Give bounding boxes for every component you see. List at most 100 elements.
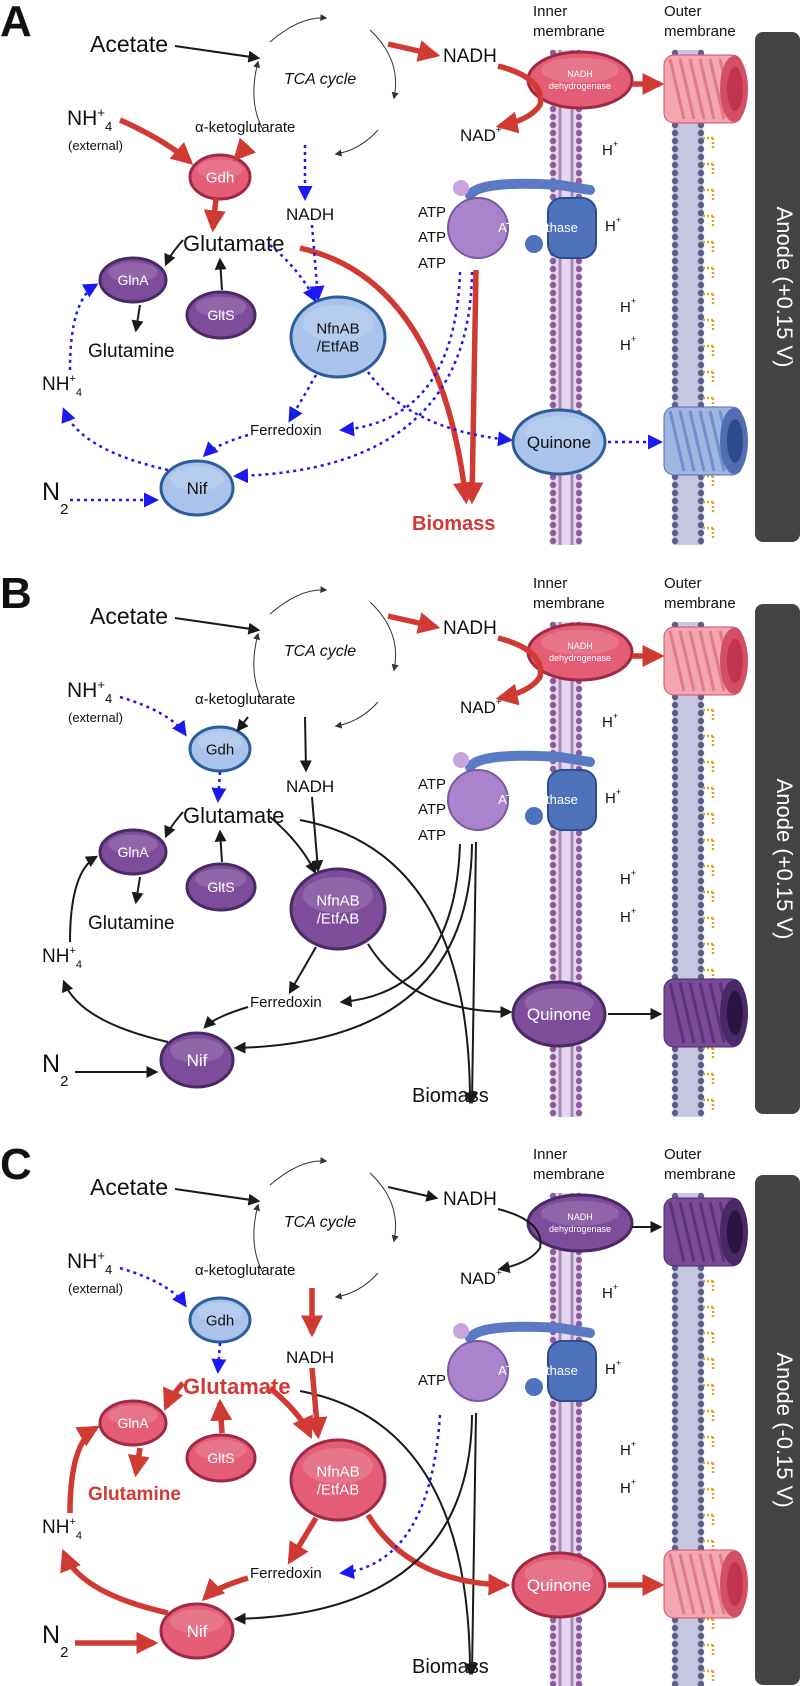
nfnab-etfab-enzyme-highlight bbox=[302, 877, 374, 913]
nif-enzyme: Nif bbox=[159, 1602, 235, 1660]
nif-enzyme-highlight bbox=[170, 1038, 224, 1063]
nh4-glna-arrow bbox=[68, 283, 99, 371]
quinone-label: Quinone bbox=[527, 1576, 591, 1595]
outer-membrane-head bbox=[697, 273, 705, 281]
gdh-enzyme-shape bbox=[188, 1296, 252, 1344]
outer-membrane-head bbox=[697, 1109, 705, 1117]
outer-membrane-head bbox=[671, 145, 679, 153]
inner-membrane-head bbox=[575, 337, 583, 345]
outer-membrane-head bbox=[671, 489, 679, 497]
outer-cytochrome-stripe bbox=[698, 982, 716, 1044]
inner-membrane-head bbox=[575, 1672, 583, 1680]
outer-cytochrome-pore bbox=[727, 67, 743, 111]
outer-membrane-head bbox=[671, 273, 679, 281]
inner-membrane-head bbox=[575, 377, 583, 385]
tca-arc bbox=[369, 601, 399, 672]
anode-label: Anode (+0.15 V) bbox=[772, 207, 797, 368]
inner-membrane-head bbox=[549, 1336, 557, 1344]
nad-label: NAD+ bbox=[460, 1268, 502, 1288]
inner-membrane-head bbox=[575, 957, 583, 965]
atp-synthase-head bbox=[447, 197, 509, 259]
outer-membrane-head bbox=[697, 1328, 705, 1336]
inner-membrane-head bbox=[549, 909, 557, 917]
inner-membrane-head bbox=[575, 741, 583, 749]
inner-membrane-head bbox=[549, 1640, 557, 1648]
inner-membrane-head bbox=[549, 1496, 557, 1504]
glts-enzyme-highlight bbox=[195, 296, 247, 318]
outer-membrane-head bbox=[697, 901, 705, 909]
outer-membrane-head bbox=[697, 137, 705, 145]
outer-membrane-head bbox=[697, 257, 705, 265]
inner-membrane-head bbox=[549, 1256, 557, 1264]
outer-membrane-head bbox=[697, 1053, 705, 1061]
outer-membrane-head bbox=[697, 145, 705, 153]
outer-membrane-head bbox=[697, 1093, 705, 1101]
inner-membrane-head bbox=[549, 725, 557, 733]
outer-cytochrome-stripe bbox=[708, 982, 726, 1044]
inner-membrane-head bbox=[575, 1264, 583, 1272]
inner-membrane-head bbox=[575, 137, 583, 145]
outer-membrane-head bbox=[671, 1440, 679, 1448]
nif-enzyme: Nif bbox=[159, 459, 235, 517]
outer-cytochrome-stripe bbox=[678, 630, 696, 692]
outer-membrane-head bbox=[697, 893, 705, 901]
atp-synthase-cap bbox=[453, 752, 469, 768]
inner-membrane-label: Inner bbox=[533, 3, 567, 20]
nadh-label: NADH bbox=[443, 1189, 497, 1210]
outer-membrane-head bbox=[671, 1077, 679, 1085]
inner-membrane-head bbox=[575, 1488, 583, 1496]
nadh-dehydrogenase-highlight bbox=[541, 1200, 619, 1226]
outer-membrane-head bbox=[671, 821, 679, 829]
outer-membrane-label: membrane bbox=[664, 1166, 736, 1183]
ferredoxin-label: Ferredoxin bbox=[250, 994, 322, 1011]
outer-membrane-head bbox=[671, 1424, 679, 1432]
inner-membrane-head bbox=[575, 1472, 583, 1480]
inner-membrane-head bbox=[575, 853, 583, 861]
quinone: Quinone bbox=[511, 408, 607, 476]
outer-cytochrome bbox=[663, 54, 748, 124]
outer-membrane-head bbox=[671, 1448, 679, 1456]
nadh-dh-arrow bbox=[497, 1208, 542, 1273]
inner-membrane-label: Inner bbox=[533, 1146, 567, 1163]
outer-membrane-head bbox=[671, 1680, 679, 1686]
gdh-enzyme-label: Gdh bbox=[206, 1312, 234, 1329]
outer-cytochrome-stripe bbox=[678, 1201, 696, 1263]
inner-membrane-head bbox=[575, 145, 583, 153]
inner-membrane-head bbox=[549, 1520, 557, 1528]
glts-enzyme-label: GltS bbox=[207, 307, 234, 323]
outer-membrane-head bbox=[697, 281, 705, 289]
outer-membrane-head bbox=[671, 369, 679, 377]
glna-glutamine-arrow bbox=[131, 304, 144, 333]
tca-nadh-arrow bbox=[387, 612, 441, 634]
outer-membrane-head bbox=[671, 505, 679, 513]
tca-cycle-label: TCA cycle bbox=[284, 1214, 356, 1231]
nfn-quinone-arrow bbox=[366, 371, 513, 447]
proton-label: H+ bbox=[620, 868, 636, 888]
atp-synthase-stalk bbox=[465, 1321, 595, 1343]
glutamate-label: Glutamate bbox=[183, 231, 285, 256]
outer-membrane-head bbox=[671, 1101, 679, 1109]
nadh-label: NADH bbox=[286, 205, 334, 224]
nfnab-etfab-enzyme-label: /EtfAB bbox=[317, 910, 360, 927]
inner-membrane-head bbox=[575, 489, 583, 497]
outer-membrane-head bbox=[671, 361, 679, 369]
outer-membrane-head bbox=[697, 153, 705, 161]
outer-membrane-head bbox=[697, 1648, 705, 1656]
outer-membrane-head bbox=[697, 385, 705, 393]
outer-membrane-head bbox=[671, 345, 679, 353]
inner-membrane-head bbox=[575, 725, 583, 733]
outer-membrane-head bbox=[697, 329, 705, 337]
outer-membrane-head bbox=[697, 1085, 705, 1093]
glts-enzyme-shape bbox=[185, 290, 257, 340]
outer-membrane-head bbox=[671, 241, 679, 249]
glutamate-biomass-arrow bbox=[299, 1390, 476, 1676]
outer-membrane-head bbox=[671, 1464, 679, 1472]
outer-membrane-head bbox=[697, 741, 705, 749]
outer-membrane-head bbox=[697, 773, 705, 781]
inner-membrane-head bbox=[549, 861, 557, 869]
outer-membrane-head bbox=[671, 1664, 679, 1672]
outer-membrane-head bbox=[697, 1448, 705, 1456]
outer-membrane-head bbox=[671, 1368, 679, 1376]
quinone-shape bbox=[511, 408, 607, 476]
